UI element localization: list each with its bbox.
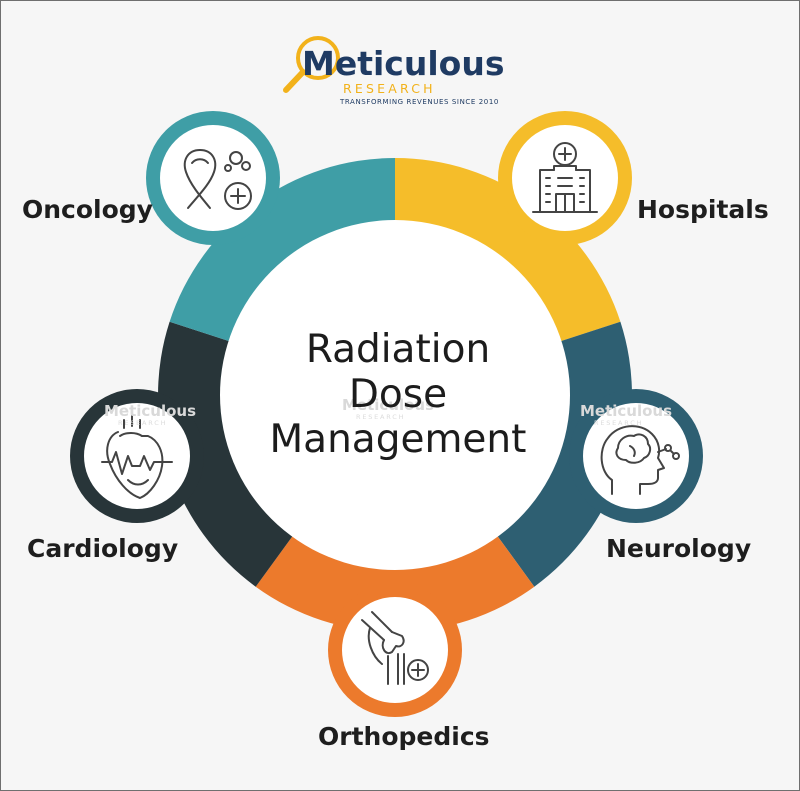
hospital-building-icon <box>532 142 598 213</box>
ribbon-cells-icon <box>183 149 252 210</box>
svg-text:RESEARCH: RESEARCH <box>356 413 405 421</box>
logo-name: Meticulous <box>302 44 504 83</box>
svg-text:RESEARCH: RESEARCH <box>594 419 643 427</box>
center-disc <box>220 220 570 570</box>
center-title-line-3: Management <box>270 417 527 462</box>
orthopedics-node <box>328 583 462 717</box>
watermark-right: Meticulous RESEARCH <box>580 402 672 427</box>
knee-joint-icon <box>361 611 429 685</box>
neurology-node <box>569 389 703 523</box>
magnifier-icon <box>283 36 340 93</box>
center-title-line-1: Radiation <box>306 327 490 372</box>
head-brain-icon <box>600 425 680 495</box>
svg-text:RESEARCH: RESEARCH <box>118 419 167 427</box>
label-orthopedics: Orthopedics <box>318 722 490 751</box>
svg-text:Meticulous: Meticulous <box>580 402 672 420</box>
logo-sub: RESEARCH <box>343 81 436 96</box>
label-cardiology: Cardiology <box>27 534 178 563</box>
ring-segment-hospitals <box>395 158 621 342</box>
oncology-node <box>146 111 280 245</box>
label-oncology: Oncology <box>22 195 153 224</box>
logo-tagline: TRANSFORMING REVENUES SINCE 2010 <box>339 98 499 106</box>
ring-segment-cardiology <box>158 321 294 587</box>
svg-text:Meticulous: Meticulous <box>104 402 196 420</box>
label-hospitals: Hospitals <box>637 195 769 224</box>
center-title: Radiation Dose Management <box>270 327 527 462</box>
svg-text:Meticulous: Meticulous <box>342 396 434 414</box>
hospitals-node <box>498 111 632 245</box>
ring-segment-oncology <box>169 158 395 342</box>
heart-ecg-icon <box>101 415 173 499</box>
logo: Meticulous RESEARCH TRANSFORMING REVENUE… <box>283 36 504 106</box>
watermark-center: Meticulous RESEARCH <box>342 396 434 421</box>
ring-segment-neurology <box>496 321 632 587</box>
cardiology-node <box>70 389 204 523</box>
label-neurology: Neurology <box>606 534 751 563</box>
center-title-line-2: Dose <box>349 372 447 417</box>
watermark-left: Meticulous RESEARCH <box>104 402 196 427</box>
